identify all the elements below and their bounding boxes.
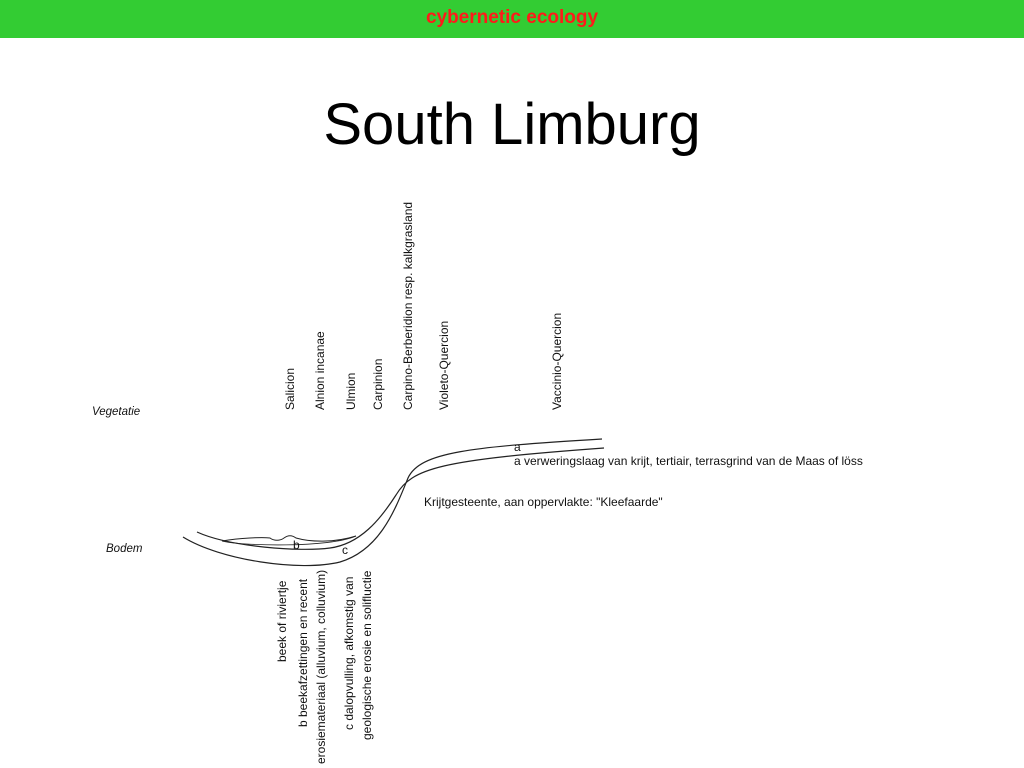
- banner-text: cybernetic ecology: [425, 7, 599, 28]
- chalk-annotation: Krijtgesteente, aan oppervlakte: "Kleefa…: [424, 495, 663, 509]
- layer-letter-c: c: [342, 543, 348, 557]
- weathering-layer-annotation: a verweringslaag van krijt, tertiair, te…: [514, 454, 863, 468]
- bedrock-profile-line: [196, 447, 605, 550]
- soil-note-c-line1: c dalopvulling, afkomstig van: [342, 577, 356, 730]
- vegetation-unit-carpinion: Carpinion: [371, 359, 385, 410]
- vegetation-unit-ulmion: Ulmion: [344, 373, 358, 410]
- vegetation-unit-carpino-berberidion: Carpino-Berberidion resp. kalkgrasland: [401, 202, 415, 410]
- layer-letter-b: b: [293, 538, 300, 552]
- layer-letter-a: a: [514, 440, 521, 454]
- slide-title: South Limburg: [323, 92, 701, 157]
- soil-note-c-line2: geologische erosie en solifluctie: [360, 570, 374, 740]
- vegetation-unit-violeto-quercion: Violeto-Quercion: [437, 321, 451, 410]
- vegetation-unit-alnion-incanae: Alnion incanae: [313, 331, 327, 410]
- vegetation-unit-vaccinio-quercion: Vaccinio-Quercion: [550, 313, 564, 410]
- soil-note-stream: beek of riviertje: [275, 580, 289, 662]
- vegetation-unit-salicion: Salicion: [283, 368, 297, 410]
- soil-row-label: Bodem: [106, 543, 143, 555]
- surface-profile-line: [182, 438, 603, 567]
- alluvium-base-line: [221, 535, 357, 546]
- soil-note-b-line2: erosiemateriaal (alluvium, colluvium): [314, 570, 328, 764]
- header-banner: cybernetic ecology: [0, 0, 1024, 38]
- soil-note-b-line1: b beekafzettingen en recent: [296, 578, 310, 727]
- vegetation-row-label: Vegetatie: [92, 406, 140, 418]
- alluvium-layer-line: [221, 535, 357, 542]
